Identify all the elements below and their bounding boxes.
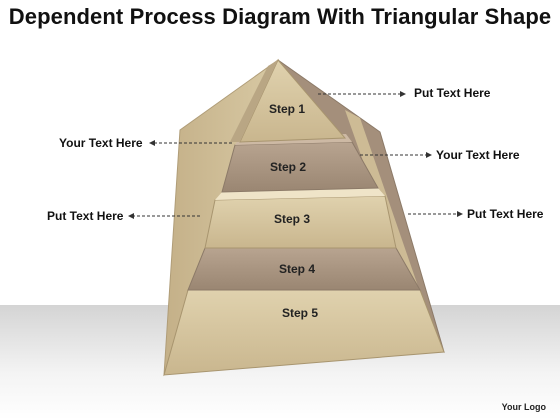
- arrowhead-2: [149, 140, 155, 146]
- step-3-label: Step 3: [274, 212, 310, 226]
- step-4-label: Step 4: [279, 262, 315, 276]
- page-title: Dependent Process Diagram With Triangula…: [8, 4, 552, 29]
- step-3-top-edge: [215, 188, 385, 200]
- step-2-label: Step 2: [270, 160, 306, 174]
- step-1-label: Step 1: [269, 102, 305, 116]
- arrowhead-4: [128, 213, 134, 219]
- note-step2-right: Your Text Here: [436, 148, 520, 162]
- note-step3-right: Put Text Here: [467, 207, 544, 221]
- arrowhead-1: [400, 91, 406, 97]
- arrowhead-3: [426, 152, 432, 158]
- arrowhead-5: [457, 211, 463, 217]
- logo-text: Your Logo: [501, 402, 546, 412]
- step-5-face: [163, 289, 445, 376]
- note-step2-left: Your Text Here: [59, 136, 143, 150]
- note-step3-left: Put Text Here: [47, 209, 124, 223]
- step-1-left-shade: [230, 60, 278, 142]
- step-5-label: Step 5: [282, 306, 318, 320]
- note-step1-right: Put Text Here: [414, 86, 491, 100]
